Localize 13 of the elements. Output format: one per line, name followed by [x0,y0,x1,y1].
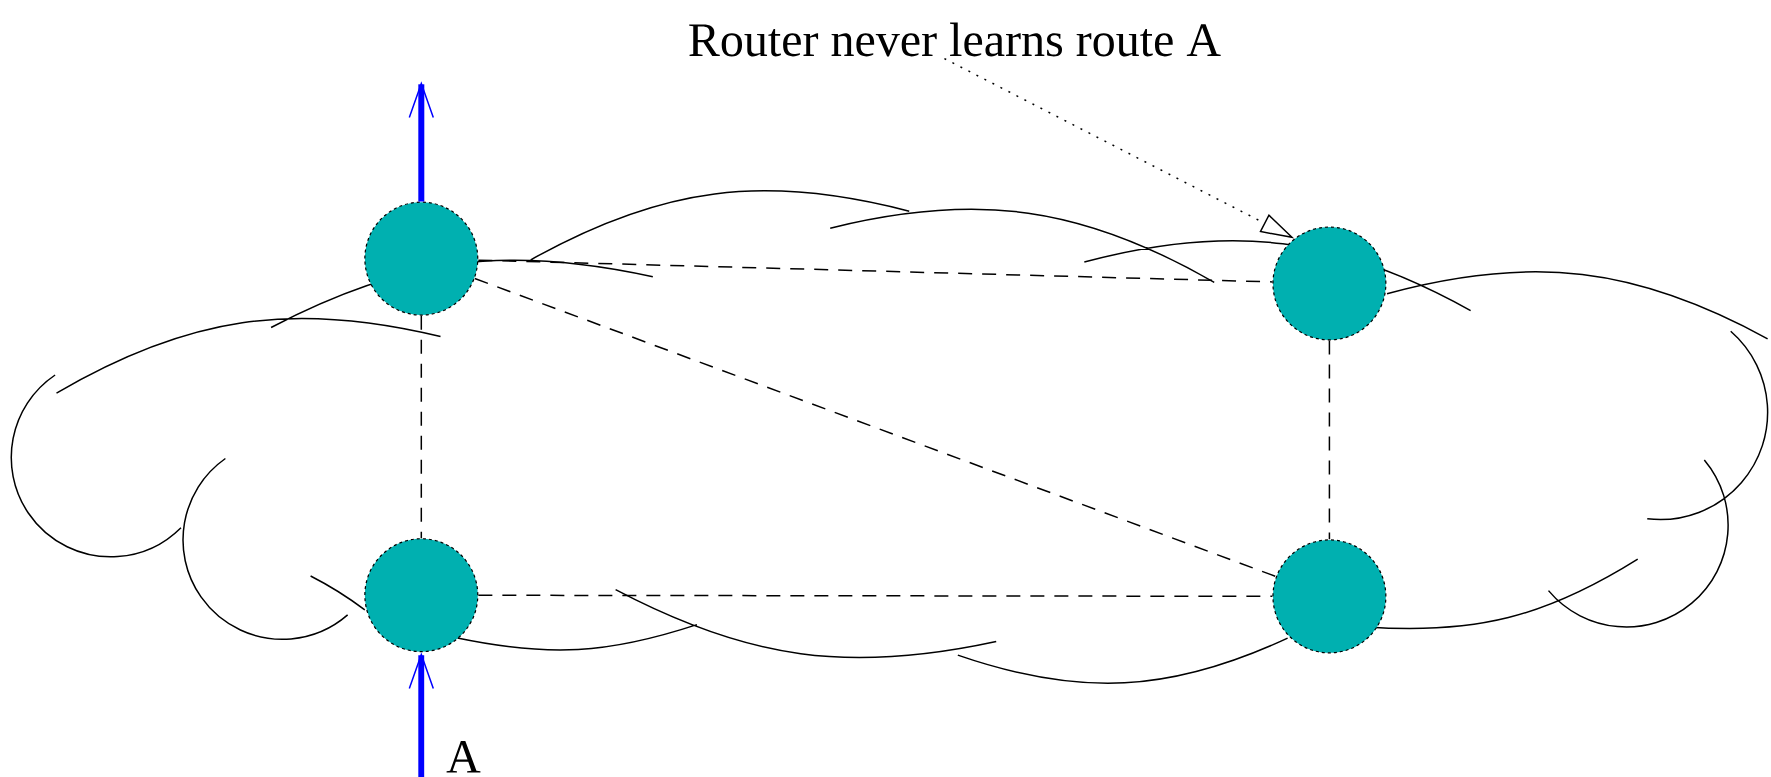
arrow [408,81,435,202]
arrow [408,652,435,777]
connector-line [420,314,423,539]
connector-line [477,594,1274,598]
router-circle [364,538,479,653]
connector-line [474,277,1277,578]
edge-label: A [446,740,481,773]
connector-line [1328,339,1331,541]
router-circle [1272,539,1387,654]
note-text: Router never learns route A [689,22,1221,57]
connector-line [477,259,1274,283]
router-circle [364,201,479,316]
router-circle [1272,226,1387,341]
